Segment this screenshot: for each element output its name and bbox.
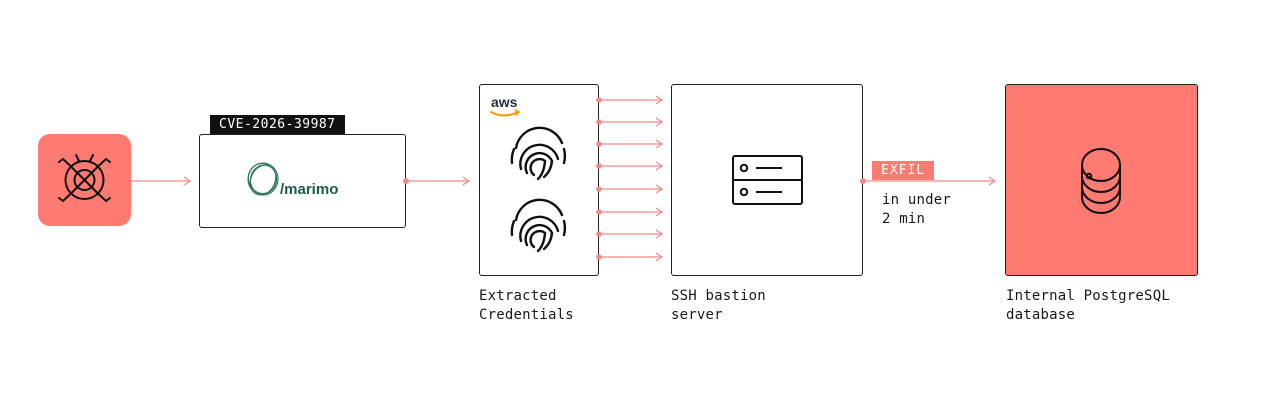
credentials-label: Extracted Credentials bbox=[479, 288, 574, 323]
bastion-label: SSH bastion server bbox=[671, 288, 766, 323]
fingerprint-icon bbox=[510, 126, 567, 181]
marimo-logo-text: /marimo bbox=[280, 181, 338, 198]
connector-dots bbox=[403, 97, 866, 260]
database-label: Internal PostgreSQL database bbox=[1006, 288, 1170, 323]
credentials-node: aws bbox=[479, 84, 599, 276]
marimo-node: /marimo bbox=[199, 134, 406, 228]
cve-badge: CVE-2026-39987 bbox=[210, 115, 345, 135]
connector-attacker-to-marimo bbox=[131, 176, 192, 186]
connector-marimo-to-credentials bbox=[406, 176, 471, 186]
aws-logo-text: aws bbox=[491, 94, 518, 110]
attacker-mask-icon bbox=[58, 154, 111, 203]
exfil-time-note: in under 2 min bbox=[882, 192, 952, 227]
database-node bbox=[1005, 84, 1198, 276]
database-icon bbox=[1081, 148, 1121, 214]
fingerprint-icon bbox=[510, 198, 567, 253]
marimo-logo: /marimo bbox=[247, 162, 338, 198]
attacker-node bbox=[38, 134, 131, 226]
exfil-badge: EXFIL bbox=[872, 161, 935, 180]
marimo-logo-icon bbox=[247, 162, 279, 196]
aws-smile-icon bbox=[490, 111, 519, 117]
connector-credentials-to-bastion bbox=[599, 95, 664, 262]
connector-bastion-to-database bbox=[863, 176, 997, 186]
bastion-node bbox=[671, 84, 863, 276]
server-icon bbox=[732, 155, 803, 205]
